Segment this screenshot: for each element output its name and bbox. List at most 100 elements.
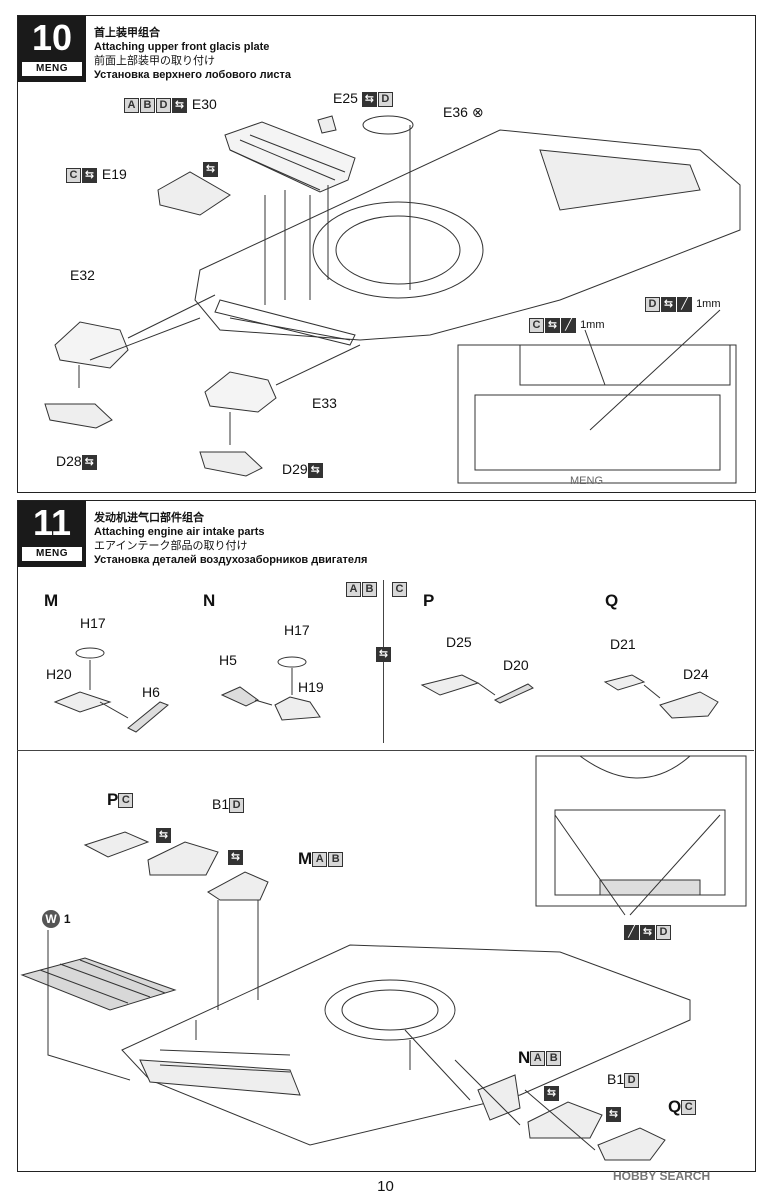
- hull-drawing-step11: [121, 944, 691, 1146]
- label-n-h19: H19: [298, 679, 324, 695]
- swap-icon: ⇆: [172, 97, 187, 113]
- title-en: Attaching engine air intake parts: [94, 526, 265, 538]
- label-q-d24: D24: [683, 666, 709, 682]
- subassembly-q-letter: Q: [605, 591, 619, 610]
- section-divider: [17, 750, 754, 751]
- label-n-h17: H17: [284, 622, 310, 638]
- subassembly-m-letter: M: [44, 591, 59, 610]
- step-titles: 发动机进气口部件组合 Attaching engine air intake p…: [94, 511, 367, 567]
- watermark: HOBBY SEARCH: [613, 1169, 711, 1183]
- swap-icon: ⇆: [545, 317, 560, 333]
- swap-icon: ⇆: [82, 167, 97, 183]
- variant-switch-marker: ⇆: [376, 645, 392, 662]
- part-p: [83, 831, 150, 858]
- title-ru: Установка деталей воздухозаборников двиг…: [94, 554, 368, 566]
- hull-engraving: MENG: [570, 475, 603, 487]
- label-p-d25: D25: [446, 634, 472, 650]
- label-p-d20: D20: [503, 657, 529, 673]
- swap-icon: ⇆: [544, 1085, 559, 1101]
- swap-icon: ⇆: [307, 462, 323, 478]
- step-titles: 首上装甲组合 Attaching upper front glacis plat…: [94, 26, 291, 82]
- brand-logo: MENG: [22, 547, 82, 561]
- swap-icon: ⇆: [606, 1106, 621, 1122]
- swap-icon: ⇆: [361, 91, 377, 107]
- part-e25: [317, 115, 337, 134]
- callout-inset-d: ╱⇆D: [624, 923, 672, 940]
- part-d28: [44, 403, 113, 429]
- title-jp: エアインテーク部品の取り付け: [94, 540, 248, 552]
- swap-icon: ⇆: [376, 646, 391, 662]
- paint-w-icon: W: [42, 910, 60, 928]
- swap-icon: ⇆: [228, 849, 243, 865]
- title-en: Attaching upper front glacis plate: [94, 41, 270, 53]
- swap-marker: ⇆: [544, 1084, 560, 1101]
- swap-marker: ⇆: [203, 160, 219, 177]
- subassembly-p-letter: P: [423, 591, 435, 610]
- swap-icon: ⇆: [661, 296, 676, 312]
- label-m-h17: H17: [80, 615, 106, 631]
- part-b1-upper: [147, 841, 219, 876]
- subassembly-n-letter: N: [203, 591, 216, 610]
- inset-step10: [457, 309, 737, 484]
- title-jp: 前面上部装甲の取り付け: [94, 55, 215, 67]
- step-number: 11: [32, 502, 72, 543]
- knife-icon: ╱: [561, 317, 576, 333]
- label-q-d21: D21: [610, 636, 636, 652]
- swap-icon: ⇆: [640, 924, 655, 940]
- decal-marker-w1: W 1: [42, 910, 71, 928]
- callout-e25: E25 ⇆D: [333, 90, 394, 107]
- part-w1-mesh: [20, 930, 177, 1081]
- label-m-h6: H6: [142, 684, 160, 700]
- swap-icon: ⇆: [203, 161, 218, 177]
- callout-inset-c: C⇆╱ 1mm: [529, 317, 605, 333]
- do-not-use-icon: ⊗: [471, 104, 484, 120]
- part-e30-plate: [224, 121, 356, 193]
- knife-icon: ╱: [624, 924, 639, 940]
- hull-drawing-step10: [194, 129, 741, 346]
- step-badge: 10 MENG: [18, 16, 86, 82]
- label-e33: E33: [312, 395, 337, 411]
- swap-marker: ⇆: [228, 848, 244, 865]
- title-ru: Установка верхнего лобового листа: [94, 69, 291, 81]
- title-cn: 发动机进气口部件组合: [94, 512, 204, 524]
- inset-step11: [535, 755, 747, 916]
- label-m-h20: H20: [46, 666, 72, 682]
- part-n: [477, 1074, 521, 1121]
- callout-e36: E36 ⊗: [443, 104, 484, 120]
- subassembly-m-drawing: [53, 647, 169, 733]
- part-m: [207, 871, 269, 901]
- callout-e19: C⇆ E19: [66, 166, 127, 183]
- label-e32: E32: [70, 267, 95, 283]
- callout-inset-d: D⇆╱ 1mm: [645, 296, 721, 312]
- subassembly-q-drawing: [603, 674, 719, 719]
- part-e32: [54, 321, 129, 369]
- page-number: 10: [377, 1178, 394, 1195]
- swap-marker: ⇆: [606, 1105, 622, 1122]
- step-badge: 11 MENG: [18, 501, 86, 567]
- part-e19: [157, 171, 231, 216]
- part-e33: [204, 371, 277, 413]
- step-number: 10: [31, 17, 73, 58]
- part-b1-lower: [527, 1101, 603, 1139]
- label-n-h5: H5: [219, 652, 237, 668]
- callout-d29: D29⇆: [282, 461, 324, 478]
- variant-right-tags: C: [392, 580, 408, 597]
- brand-logo: MENG: [22, 62, 82, 76]
- subassembly-n-drawing: [220, 656, 321, 721]
- part-d29: [199, 451, 263, 477]
- swap-icon: ⇆: [81, 454, 97, 470]
- swap-marker: ⇆: [156, 826, 172, 843]
- knife-icon: ╱: [677, 296, 692, 312]
- swap-icon: ⇆: [156, 827, 171, 843]
- callout-d28: D28⇆: [56, 453, 98, 470]
- part-q: [597, 1127, 666, 1161]
- part-e36: [362, 115, 414, 135]
- subassembly-p-drawing: [420, 674, 534, 704]
